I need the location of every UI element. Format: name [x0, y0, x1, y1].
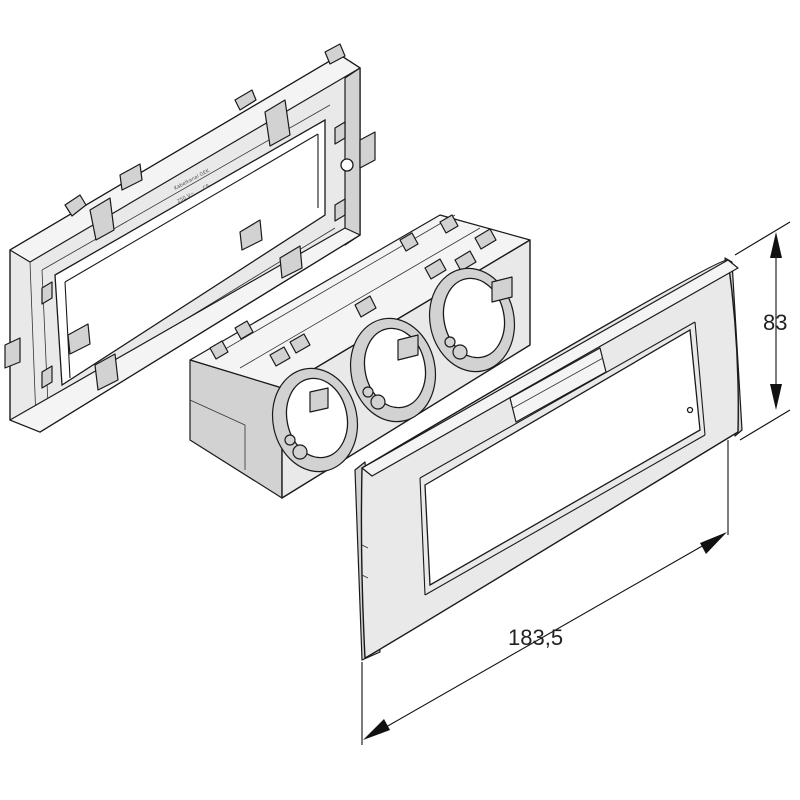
socket-outlet-3 [428, 267, 516, 373]
width-dimension-label: 183,5 [508, 625, 563, 650]
height-extension-bottom [739, 409, 791, 441]
cover-plate [354, 257, 743, 661]
width-dimension: 183,5 [361, 440, 729, 745]
height-dimension: 83 [734, 221, 791, 441]
height-dimension-label: 83 [763, 310, 787, 335]
mounting-frame: Kabelkanal GEK 250 V~ CE [4, 43, 376, 433]
socket-outlet-2 [349, 317, 437, 423]
width-arrow-right [700, 532, 727, 554]
socket-insert [189, 214, 531, 499]
socket-outlet-1 [271, 367, 359, 473]
width-dimension-line [371, 536, 719, 736]
height-arrow-top [770, 232, 782, 258]
height-arrow-bottom [770, 384, 782, 410]
width-arrow-left [363, 719, 390, 740]
frame-label-mark: CE [202, 183, 211, 191]
height-extension-top [734, 221, 791, 256]
